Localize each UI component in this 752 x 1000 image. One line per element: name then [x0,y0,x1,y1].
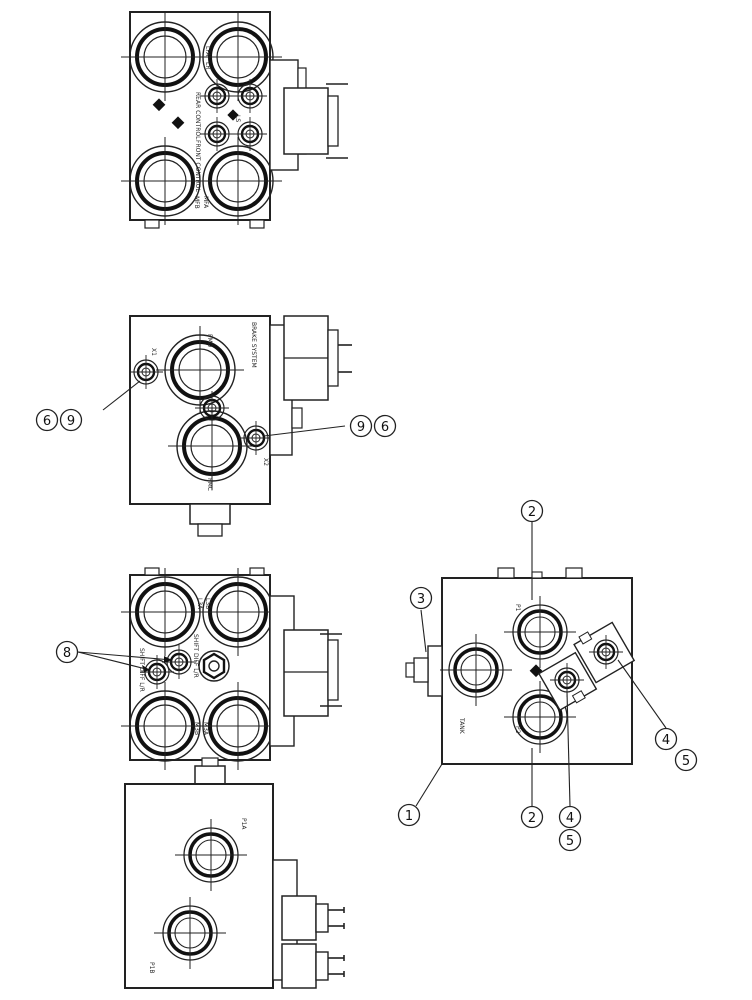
port-label-brake-system: BRAKE SYSTEM [250,322,257,368]
port-label-front-control: FRONT CONTROL [194,140,201,192]
port-label-p1a: P1A [240,818,247,830]
port-label-l3b: L3B [204,598,211,609]
port-label-m3b: M3B [193,722,200,735]
port-label-p1: P1 [514,604,521,612]
port-label-lrb: LR [204,62,211,70]
callout-6-left: 6 [43,414,51,429]
callout-2-bottom: 2 [528,811,536,826]
callout-8: 8 [63,646,71,661]
callout-bubbles: 6 9 9 6 8 2 3 4 5 1 2 4 5 [35,408,698,852]
callout-6-right: 6 [381,420,389,435]
port-label-ls: LS [234,115,241,122]
callout-9-left: 9 [67,414,75,429]
port-label-m3a: M3A [202,722,209,736]
callout-5-right: 5 [682,754,690,769]
callout-9-right: 9 [357,420,365,435]
callout-1: 1 [405,809,413,824]
callout-4-right: 4 [662,733,670,748]
callout-3: 3 [417,592,425,607]
port-label-tank: TANK [458,717,465,735]
port-label-rear-control: REAR CONTROL [194,92,201,140]
valve-block-third: L3A L3B SHIFT DIFF L/R SHIFT DIFF L/R M3… [77,566,342,772]
callout-5-bottom: 5 [566,834,574,849]
port-label-p2: P2 [514,726,521,734]
valve-block-right: TANK P1 P2 [405,522,667,807]
port-label-x2: X2 [262,458,269,466]
port-label-mfb: MFB [193,196,200,209]
valve-block-second: PMD PMC X1 X2 BRAKE SYSTEM [102,315,352,537]
callout-4-bottom: 4 [566,811,574,826]
valve-block-top: LFA LR REAR CONTROL FRONT CONTROL LS MFB… [119,11,348,229]
callout-2-top: 2 [528,505,536,520]
port-label-pmc: PMC [206,478,213,491]
port-label-l3a: L3A [196,598,203,610]
port-label-p1b: P1B [148,962,155,974]
valve-block-bottom: P1A P1B [124,757,345,989]
port-label-lfa: LFA [204,46,211,57]
port-label-x1: X1 [150,348,157,356]
port-label-pmd: PMD [206,334,213,348]
port-label-shift-diff: SHIFT DIFF L/R [138,648,145,692]
port-label-shift-diff-2: SHIFT DIFF L/R [192,634,199,678]
port-label-mfa: MFA [202,196,209,209]
